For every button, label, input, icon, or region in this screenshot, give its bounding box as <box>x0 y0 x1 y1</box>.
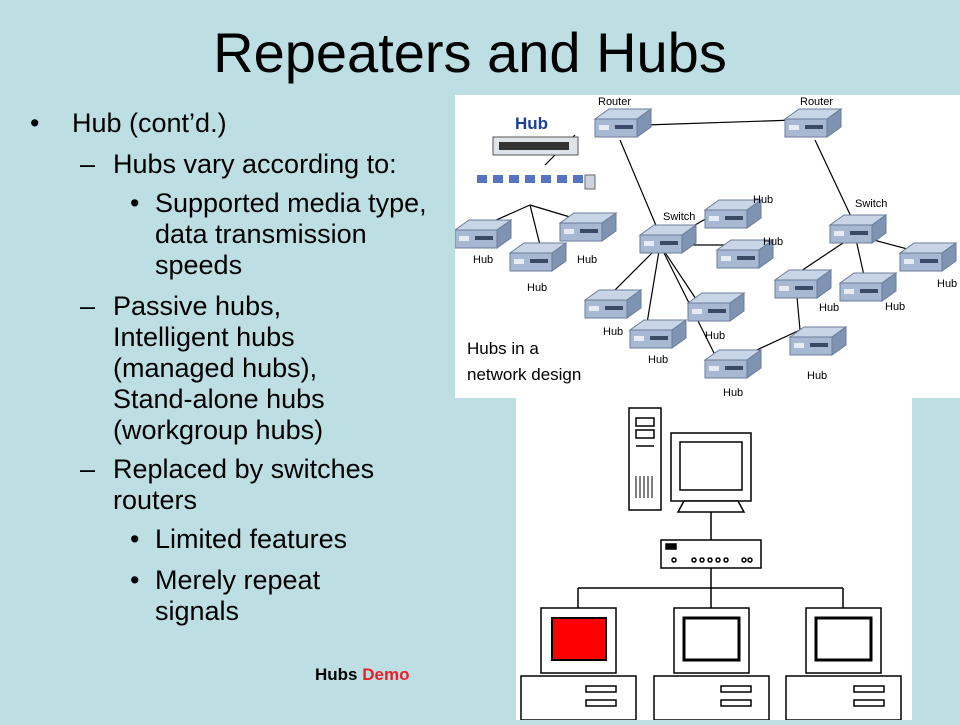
bullet-list: • Hub (cont’d.) – Hubs vary according to… <box>28 108 458 637</box>
svg-text:Hub: Hub <box>753 194 773 206</box>
bullet-supported-media: • Supported media type, data transmissio… <box>28 188 445 281</box>
svg-text:Switch: Switch <box>663 211 695 223</box>
bullet-marker: • <box>130 565 140 595</box>
figure-caption: Hubs in a network design <box>467 336 581 388</box>
bullet-text: Supported media type, data transmission … <box>155 188 427 280</box>
hub-device-icon <box>660 539 762 569</box>
hub-topology-image <box>516 398 912 721</box>
caption-line-1: Hubs in a <box>467 339 539 358</box>
bullet-replaced-by: – Replaced by switches routers <box>28 454 423 516</box>
svg-text:Hub: Hub <box>705 330 725 342</box>
bullet-text: Passive hubs, Intelligent hubs (managed … <box>113 291 325 445</box>
svg-text:Router: Router <box>800 96 833 108</box>
hubs-demo-link[interactable]: Hubs Demo <box>315 665 409 685</box>
bullet-text: Hub (cont’d.) <box>72 108 227 138</box>
bullet-text: Replaced by switches routers <box>113 454 375 515</box>
svg-text:Hub: Hub <box>527 282 547 294</box>
bullet-marker: • <box>130 188 140 218</box>
demo-link-part2: Demo <box>362 665 410 684</box>
svg-text:Hub: Hub <box>937 278 957 290</box>
svg-text:Hub: Hub <box>763 236 783 248</box>
bullet-passive-hubs: – Passive hubs, Intelligent hubs (manage… <box>28 291 403 446</box>
svg-text:Hub: Hub <box>577 254 597 266</box>
svg-text:Hub: Hub <box>648 354 668 366</box>
dash-marker: – <box>80 149 96 179</box>
server-tower-icon <box>628 407 662 511</box>
hub-title-label: Hub <box>515 114 548 133</box>
demo-link-part1: Hubs <box>315 665 358 684</box>
svg-text:Hub: Hub <box>885 301 905 313</box>
slide-title: Repeaters and Hubs <box>213 21 727 84</box>
bullet-text: Merely repeat signals <box>155 565 321 626</box>
hub-illustration-icon <box>477 136 596 190</box>
bullet-hub-contd: • Hub (cont’d.) <box>28 108 458 139</box>
svg-text:Hub: Hub <box>723 387 743 398</box>
bullet-text: Hubs vary according to: <box>113 149 397 179</box>
dash-marker: – <box>80 454 96 484</box>
svg-text:Hub: Hub <box>603 326 623 338</box>
bullet-merely-repeat: • Merely repeat signals <box>28 565 385 627</box>
svg-text:Switch: Switch <box>855 198 887 210</box>
bullet-limited-features: • Limited features <box>28 524 458 555</box>
bullet-marker: • <box>130 524 140 554</box>
svg-text:Router: Router <box>598 96 631 108</box>
bullet-text: Limited features <box>155 524 348 554</box>
svg-text:Hub: Hub <box>807 370 827 382</box>
caption-line-2: network design <box>467 365 582 384</box>
network-diagram-image: Hub Router Router Switch Switch Hub Hub … <box>454 95 960 399</box>
svg-text:Hub: Hub <box>819 302 839 314</box>
svg-text:Hub: Hub <box>473 254 493 266</box>
bullet-hubs-vary: – Hubs vary according to: <box>28 149 458 180</box>
dash-marker: – <box>80 291 96 321</box>
bullet-marker: • <box>30 108 40 138</box>
